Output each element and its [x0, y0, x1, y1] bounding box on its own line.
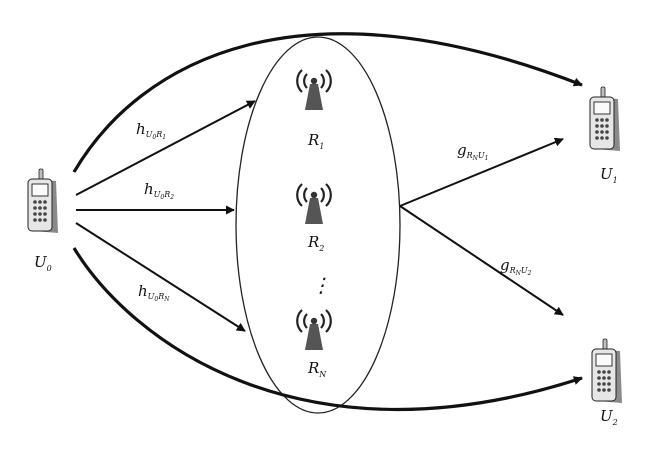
label-u2: U2: [600, 407, 618, 427]
channel-label-hn: hU0RN: [138, 282, 170, 303]
relay-cluster-ellipse: [235, 36, 401, 414]
link-rn-u1: [399, 137, 564, 207]
relay-1-antenna-tower-icon: [296, 68, 332, 112]
label-u1: U1: [600, 165, 618, 185]
label-r2: R2: [307, 233, 324, 253]
relay-n-antenna-tower-icon: [296, 308, 332, 352]
label-u0: U0: [34, 253, 52, 273]
dest-u1-mobile-phone-icon: [589, 86, 621, 152]
direct-link-u0-u2: [72, 247, 583, 412]
channel-label-g1: gRNU1: [457, 141, 488, 162]
label-rn: RN: [307, 359, 327, 379]
relay-ellipsis: ⋮: [311, 273, 331, 297]
label-r1: R1: [307, 131, 324, 151]
relay-2-antenna-tower-icon: [296, 182, 332, 226]
link-rn-u2: [399, 205, 564, 316]
channel-label-g2: gRNU2: [500, 256, 532, 277]
source-u0-mobile-phone-icon: [27, 168, 59, 234]
dest-u2-mobile-phone-icon: [591, 338, 623, 404]
link-u0-r1: [75, 100, 256, 196]
channel-label-h2: hU0R2: [144, 180, 174, 201]
channel-label-h1: hU0R1: [136, 120, 166, 141]
direct-link-u0-u1: [72, 32, 583, 173]
link-u0-rn: [75, 222, 246, 332]
